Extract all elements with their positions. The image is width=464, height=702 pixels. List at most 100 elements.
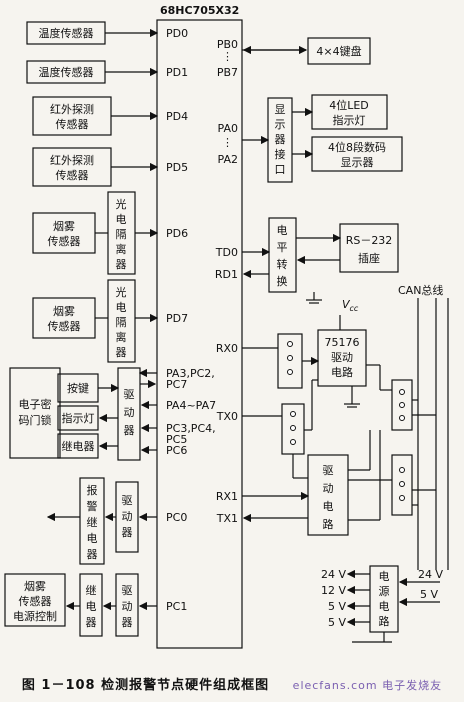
keypad-box	[307, 37, 371, 65]
lock-line2: 码门锁	[19, 413, 52, 427]
ir-sensor-1-line1: 红外探测	[50, 103, 94, 116]
figure-caption: 图 1－108 检测报警节点硬件组成框图 elecfans.com 电子发烧友	[0, 674, 464, 693]
power-out-24v: 24 V	[321, 568, 346, 581]
level-c4: 换	[277, 274, 288, 288]
pin-pd4: PD4	[166, 110, 188, 123]
pin-td0: TD0	[215, 246, 238, 259]
pin-pc6: PC6	[166, 444, 187, 457]
relay2-c3: 器	[86, 616, 97, 629]
driver2-c3: 电	[323, 500, 334, 513]
smoke-pwr-line1: 烟雾	[24, 579, 46, 593]
rs232-line2: 插座	[358, 251, 380, 265]
pin-pa3: PA3,PC2,	[166, 367, 215, 380]
driver-alarm-c1: 驱	[122, 494, 133, 507]
driver-alarm-c3: 器	[122, 526, 133, 539]
indicator-label: 指示灯	[62, 411, 95, 425]
pin-rx0: RX0	[216, 342, 238, 355]
pin-pa2: PA2	[218, 153, 238, 166]
pin-pc1: PC1	[166, 600, 187, 613]
pin-tx0: TX0	[216, 410, 238, 423]
pin-pd5: PD5	[166, 161, 188, 174]
ir-sensor-2-line2: 传感器	[56, 169, 89, 182]
level-c3: 转	[277, 257, 288, 271]
opto-2-c3: 隔	[116, 316, 127, 329]
power-c1: 电	[379, 570, 390, 583]
alarm-c1: 报	[87, 483, 98, 497]
ir-sensor-2-line1: 红外探测	[50, 154, 94, 167]
smoke-2-line1: 烟雾	[53, 304, 75, 318]
level-c1: 电	[277, 224, 288, 237]
mcu-block	[156, 19, 243, 649]
seg-line2: 显示器	[341, 156, 374, 169]
pin-pd1: PD1	[166, 66, 188, 79]
driver75176-line2: 驱动	[331, 351, 353, 364]
pin-pa0: PA0	[218, 122, 238, 135]
switch-block-2	[391, 454, 413, 516]
dispif-c2: 示	[275, 118, 286, 131]
opto-isolator-2-box	[107, 279, 136, 363]
smoke-2-line2: 传感器	[48, 320, 81, 333]
relay2-c1: 继	[86, 584, 97, 597]
switch-block-1	[391, 379, 413, 431]
power-c3: 电	[379, 600, 390, 613]
keypad-label: 4×4键盘	[316, 44, 361, 58]
seg-line1: 4位8段数码	[328, 140, 386, 154]
pin-pa4: PA4~PA7	[166, 399, 216, 412]
smoke-1-line2: 传感器	[48, 235, 81, 248]
dispif-c3: 器	[275, 133, 286, 146]
can-bus-label: CAN总线	[398, 283, 443, 297]
pin-pc0: PC0	[166, 511, 187, 524]
driver-left-box	[117, 367, 141, 461]
power-c2: 源	[379, 584, 390, 598]
temp-sensor-1-label: 温度传感器	[39, 26, 94, 40]
key-label: 按键	[67, 381, 89, 395]
pin-pb-dots: ⋮	[222, 50, 233, 63]
pin-rx1: RX1	[216, 490, 238, 503]
pin-pb7: PB7	[217, 66, 238, 79]
pin-pc3: PC3,PC4,	[166, 422, 216, 435]
power-out-5v-b: 5 V	[328, 616, 346, 629]
pin-pa-dots: ⋮	[222, 136, 233, 149]
opto-1-c5: 器	[116, 258, 127, 271]
ir-sensor-1-line2: 传感器	[56, 118, 89, 131]
driver-alarm-c2: 动	[122, 510, 133, 523]
opto-2-c1: 光	[116, 285, 127, 299]
relay-label: 继电器	[62, 440, 95, 453]
power-in-5v: 5 V	[420, 588, 438, 601]
pin-pb0: PB0	[217, 38, 238, 51]
caption-number: 图 1－108	[21, 678, 96, 693]
smoke-pwr-line2: 传感器	[19, 595, 52, 608]
relay-2-box	[79, 573, 103, 637]
opto-1-c3: 隔	[116, 228, 127, 241]
temp-sensor-2-label: 温度传感器	[39, 65, 94, 79]
driver3-c1: 驱	[122, 584, 133, 597]
driver3-c3: 器	[122, 616, 133, 629]
power-out-12v: 12 V	[321, 584, 346, 597]
caption-text: 检测报警节点硬件组成框图	[101, 678, 270, 693]
led-line1: 4位LED	[329, 98, 369, 112]
alarm-c5: 器	[87, 548, 98, 561]
dispif-c1: 显	[275, 103, 286, 116]
rs232-line1: RS－232	[346, 234, 393, 247]
relay2-c2: 电	[86, 600, 97, 613]
driver-left-c2: 动	[124, 406, 135, 419]
power-in-24v: 24 V	[418, 568, 443, 581]
alarm-c4: 电	[87, 532, 98, 545]
smoke-power-box	[4, 573, 66, 627]
power-out-5v-a: 5 V	[328, 600, 346, 613]
pin-pd7: PD7	[166, 312, 188, 325]
opto-1-c1: 光	[116, 197, 127, 211]
lock-line1: 电子密	[19, 397, 52, 411]
opto-2-c4: 离	[116, 330, 127, 344]
pin-pc7: PC7	[166, 378, 187, 391]
vcc-label: Vcc	[342, 298, 359, 313]
opto-1-c2: 电	[116, 213, 127, 226]
driver75176-line3: 电路	[331, 366, 353, 379]
dispif-c5: 口	[275, 163, 286, 176]
led-line2: 指示灯	[333, 113, 366, 127]
pin-pc5: PC5	[166, 433, 187, 446]
alarm-c3: 继	[87, 516, 98, 529]
alarm-c2: 警	[87, 499, 98, 513]
driver3-c2: 动	[122, 600, 133, 613]
